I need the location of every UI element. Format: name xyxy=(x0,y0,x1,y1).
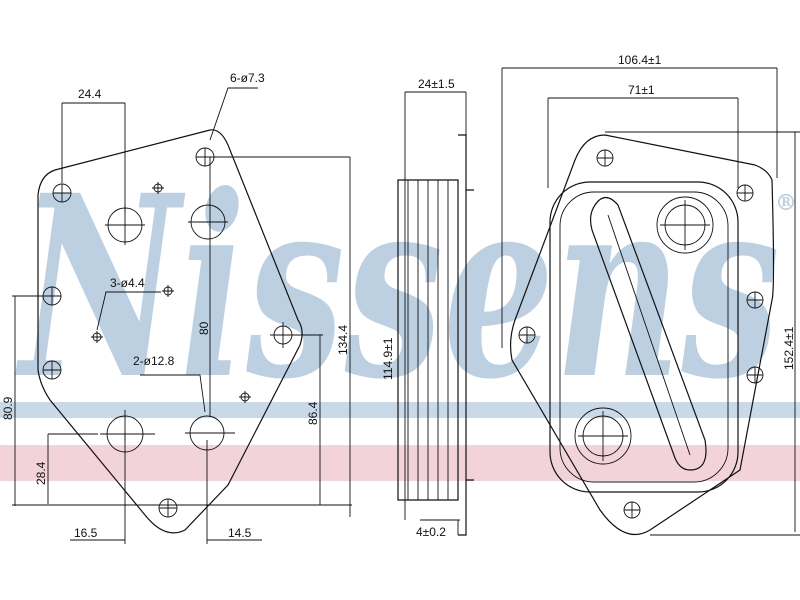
dim-small-holes: 3-ø4.4 xyxy=(110,276,145,290)
watermark-pink-band xyxy=(0,445,800,481)
watermark-blue-band xyxy=(0,402,800,418)
back-slot-line xyxy=(607,214,691,456)
back-slot xyxy=(589,196,707,471)
watermark: Nissens ® xyxy=(0,140,800,481)
dim-port-to-top: 80 xyxy=(197,321,211,335)
plate-outline xyxy=(37,129,303,534)
back-dimension-lines xyxy=(501,67,800,536)
dim-bolt-holes: 6-ø7.3 xyxy=(230,71,265,85)
back-core-inner xyxy=(559,191,729,483)
side-dimension-lines xyxy=(404,91,467,535)
back-core-outer xyxy=(549,181,739,493)
dim-left-hole-height: 80.9 xyxy=(1,396,15,420)
dim-right-port-offset: 14.5 xyxy=(228,526,252,540)
back-plate-outline xyxy=(509,134,775,536)
dim-top-offset: 24.4 xyxy=(78,87,102,101)
back-view: 106.4±1 71±1 152.4±1 xyxy=(501,53,800,536)
dim-flange: 4±0.2 xyxy=(416,525,446,539)
dim-left-port-offset: 16.5 xyxy=(74,526,98,540)
side-view: 24±1.5 114.9±1 4±0.2 xyxy=(381,77,474,539)
dim-thickness: 24±1.5 xyxy=(418,77,455,91)
side-body xyxy=(397,134,474,536)
dim-port-height: 28.4 xyxy=(34,461,48,485)
dim-back-height: 152.4±1 xyxy=(782,326,796,370)
front-view: 24.4 6-ø7.3 3-ø4.4 2-ø12.8 80 134.4 86.4… xyxy=(1,71,352,544)
dim-inner-width: 71±1 xyxy=(628,83,655,97)
back-holes xyxy=(518,149,764,519)
dimension-lines xyxy=(12,87,352,544)
dim-total-height: 134.4 xyxy=(336,325,350,355)
dim-side-height: 114.9±1 xyxy=(381,337,395,380)
side-fins xyxy=(407,180,449,500)
watermark-registered-mark: ® xyxy=(775,190,797,216)
dim-width: 106.4±1 xyxy=(618,53,662,67)
dim-right-hole-height: 86.4 xyxy=(306,401,320,425)
dim-ports: 2-ø12.8 xyxy=(133,354,175,368)
